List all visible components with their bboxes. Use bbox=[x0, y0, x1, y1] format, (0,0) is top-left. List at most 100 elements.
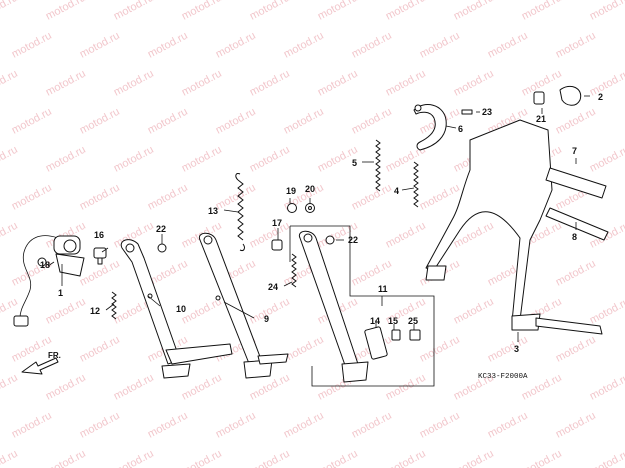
watermark-text: motod.ru bbox=[0, 68, 20, 99]
front-direction-label: FR. bbox=[48, 351, 61, 360]
watermark-text: motod.ru bbox=[588, 448, 625, 468]
watermark-text: motod.ru bbox=[146, 410, 190, 441]
front-direction-arrow: FR. bbox=[21, 351, 61, 375]
watermark-text: motod.ru bbox=[554, 30, 598, 61]
callout-2: 2 bbox=[598, 92, 603, 102]
watermark-text: motod.ru bbox=[554, 258, 598, 289]
watermark-text: motod.ru bbox=[452, 448, 496, 468]
watermark-text: motod.ru bbox=[282, 410, 326, 441]
bolt-17 bbox=[271, 239, 283, 251]
watermark-text: motod.ru bbox=[10, 410, 54, 441]
callout-19: 19 bbox=[286, 186, 296, 196]
watermark-text: motod.ru bbox=[112, 68, 156, 99]
watermark-text: motod.ru bbox=[316, 448, 360, 468]
side-stand-switch bbox=[13, 235, 85, 327]
spring-12 bbox=[111, 291, 117, 320]
side-stand-bar bbox=[198, 232, 289, 379]
callout-14: 14 bbox=[370, 316, 380, 326]
watermark-text: motod.ru bbox=[350, 410, 394, 441]
watermark-text: motod.ru bbox=[44, 68, 88, 99]
watermark-text: motod.ru bbox=[282, 334, 326, 365]
callout-18: 18 bbox=[40, 260, 50, 270]
watermark-text: motod.ru bbox=[44, 0, 88, 23]
watermark-text: motod.ru bbox=[350, 182, 394, 213]
watermark-text: motod.ru bbox=[316, 0, 360, 23]
callout-1: 1 bbox=[58, 288, 63, 298]
watermark-text: motod.ru bbox=[588, 68, 625, 99]
watermark-text: motod.ru bbox=[520, 448, 564, 468]
watermark-text: motod.ru bbox=[0, 372, 20, 403]
watermark-text: motod.ru bbox=[418, 30, 462, 61]
callout-24: 24 bbox=[268, 282, 278, 292]
washer-20 bbox=[305, 203, 315, 213]
callout-22-right: 22 bbox=[348, 235, 358, 245]
watermark-text: motod.ru bbox=[180, 0, 224, 23]
watermark-text: motod.ru bbox=[384, 372, 428, 403]
watermark-text: motod.ru bbox=[418, 410, 462, 441]
watermark-text: motod.ru bbox=[554, 334, 598, 365]
callout-9: 9 bbox=[264, 314, 269, 324]
watermark-text: motod.ru bbox=[44, 144, 88, 175]
callout-15: 15 bbox=[388, 316, 398, 326]
clip-2 bbox=[559, 85, 582, 106]
callout-7: 7 bbox=[572, 146, 577, 156]
watermark-text: motod.ru bbox=[316, 68, 360, 99]
watermark-text: motod.ru bbox=[588, 296, 625, 327]
callout-4: 4 bbox=[394, 186, 399, 196]
callout-21: 21 bbox=[536, 114, 546, 124]
watermark-text: motod.ru bbox=[418, 334, 462, 365]
callout-23: 23 bbox=[482, 107, 492, 117]
watermark-text: motod.ru bbox=[180, 448, 224, 468]
bolt-21 bbox=[533, 91, 545, 105]
side-stand-assembly-box bbox=[289, 225, 435, 387]
watermark-text: motod.ru bbox=[146, 30, 190, 61]
watermark-text: motod.ru bbox=[0, 220, 20, 251]
callout-numbers: 1 2 3 4 5 6 7 8 9 10 11 12 13 14 15 16 1… bbox=[40, 92, 603, 354]
watermark-text: motod.ru bbox=[10, 106, 54, 137]
watermark-text: motod.ru bbox=[78, 30, 122, 61]
diagram-code-label: KC33-F2000A bbox=[478, 373, 528, 381]
pin-23 bbox=[461, 109, 473, 115]
watermark-text: motod.ru bbox=[588, 144, 625, 175]
watermark-text: motod.ru bbox=[112, 448, 156, 468]
spring-4 bbox=[413, 161, 419, 208]
watermark-text: motod.ru bbox=[350, 30, 394, 61]
callout-22-left: 22 bbox=[156, 224, 166, 234]
watermark-text: motod.ru bbox=[78, 334, 122, 365]
spring-13 bbox=[235, 173, 245, 251]
watermark-text: motod.ru bbox=[146, 182, 190, 213]
main-stand bbox=[425, 119, 603, 335]
watermark-text: motod.ru bbox=[418, 182, 462, 213]
bolt-16 bbox=[93, 247, 107, 265]
pivot-pipe-7 bbox=[545, 207, 609, 241]
watermark-text: motod.ru bbox=[44, 372, 88, 403]
callout-6: 6 bbox=[458, 124, 463, 134]
nut-22-right bbox=[325, 235, 335, 245]
watermark-text: motod.ru bbox=[486, 410, 530, 441]
watermark-text: motod.ru bbox=[214, 410, 258, 441]
watermark-text: motod.ru bbox=[452, 0, 496, 23]
watermark-text: motod.ru bbox=[248, 144, 292, 175]
callout-16: 16 bbox=[94, 230, 104, 240]
watermark-text: motod.ru bbox=[0, 0, 20, 23]
callout-10: 10 bbox=[176, 304, 186, 314]
stopper-plate-6 bbox=[413, 104, 447, 151]
watermark-text: motod.ru bbox=[248, 296, 292, 327]
watermark-text: motod.ru bbox=[112, 0, 156, 23]
watermark-text: motod.ru bbox=[384, 0, 428, 23]
watermark-text: motod.ru bbox=[10, 182, 54, 213]
watermark-text: motod.ru bbox=[282, 30, 326, 61]
callout-12: 12 bbox=[90, 306, 100, 316]
watermark-text: motod.ru bbox=[248, 0, 292, 23]
watermark-text: motod.ru bbox=[78, 106, 122, 137]
watermark-text: motod.ru bbox=[452, 296, 496, 327]
callout-5: 5 bbox=[352, 158, 357, 168]
watermark-text: motod.ru bbox=[112, 144, 156, 175]
watermark-text: motod.ru bbox=[248, 448, 292, 468]
watermark-text: motod.ru bbox=[554, 106, 598, 137]
watermark-text: motod.ru bbox=[78, 410, 122, 441]
watermark-text: motod.ru bbox=[282, 106, 326, 137]
watermark-text: motod.ru bbox=[248, 68, 292, 99]
